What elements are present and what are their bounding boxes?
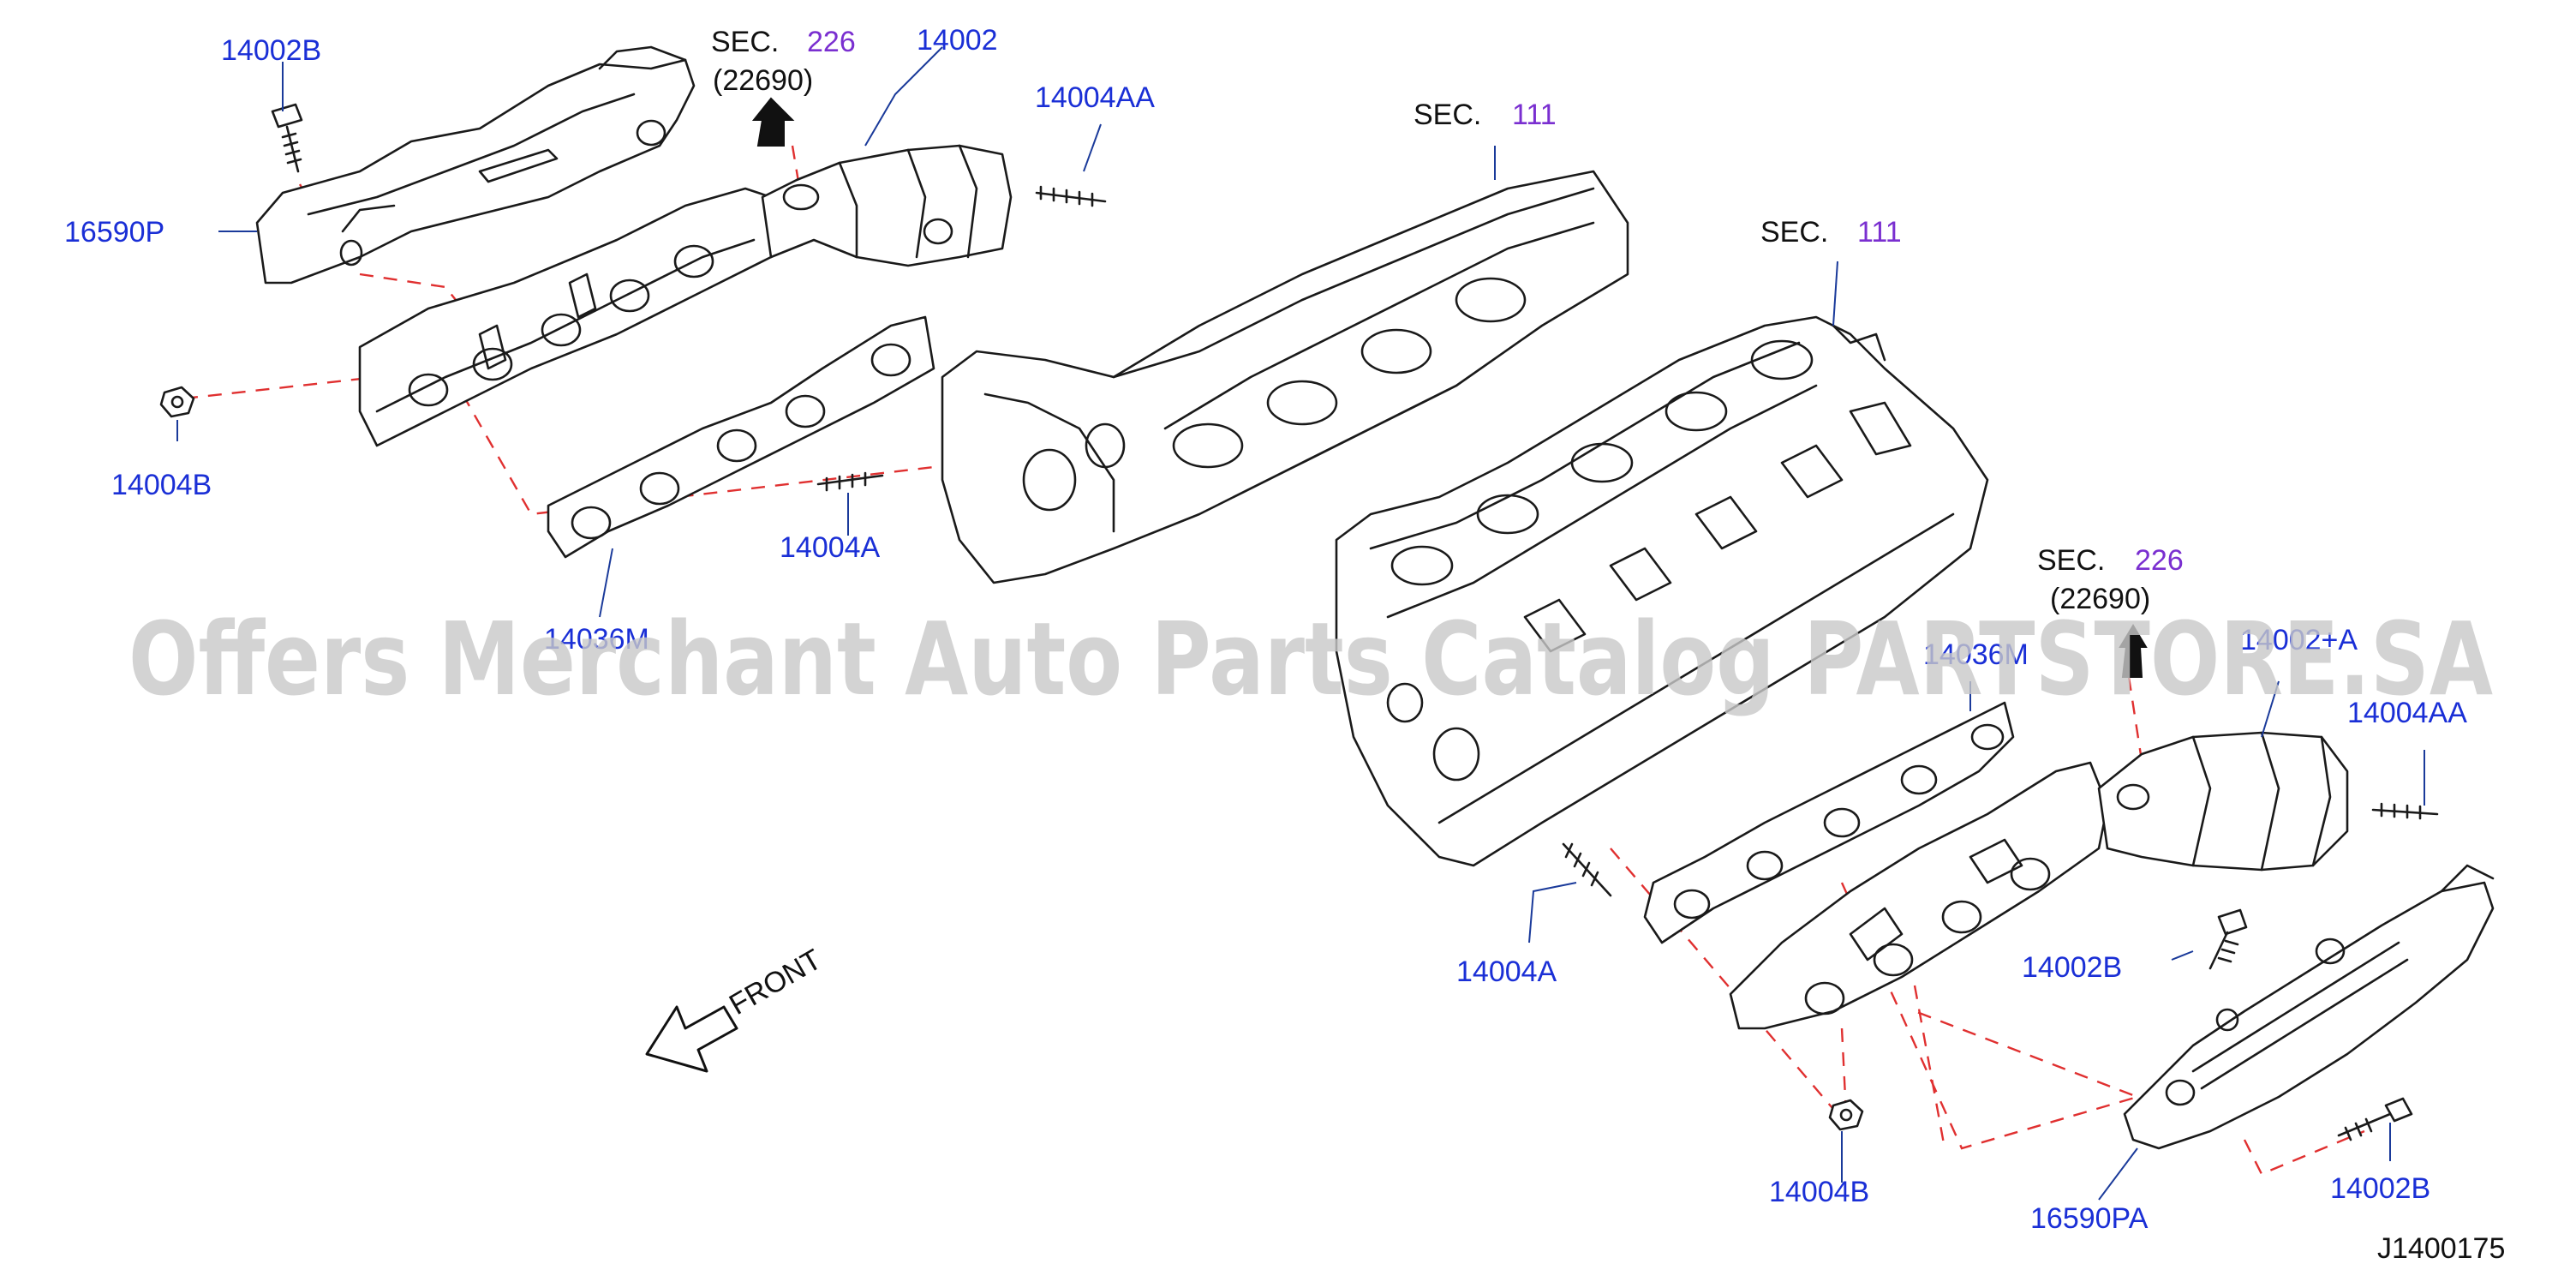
- stud-14004aa-left: [1035, 185, 1107, 207]
- stud-14004a-right: [1562, 842, 1612, 897]
- guide-right-heatshield: [1913, 985, 1946, 1149]
- dashed-guides: [183, 145, 2365, 1176]
- guide-left-sec226: [791, 145, 803, 198]
- label-16590pa: 16590PA: [2030, 1202, 2149, 1235]
- bolt-14002b-right-mid: [2208, 908, 2248, 970]
- guide-right-gasket: [1840, 882, 2141, 1150]
- cylinder-head-right: [1335, 315, 1989, 867]
- label-14002-left: 14002: [917, 24, 998, 57]
- guide-left-heatshield: [359, 273, 481, 395]
- guide-right-sec226: [2127, 676, 2148, 789]
- arrow-sec226-right: [2119, 624, 2148, 678]
- label-14036m-right: 14036M: [1923, 638, 2029, 671]
- label-14004a-left: 14004A: [780, 531, 881, 564]
- guide-right-stud: [1610, 848, 1838, 1115]
- cylinder-head-left: [941, 170, 1629, 584]
- gasket-14036m-right: [1643, 701, 2015, 944]
- guide-left-gasket: [461, 393, 935, 516]
- stud-14004aa-right: [2371, 802, 2439, 820]
- label-14002b-right-mid: 14002B: [2022, 951, 2122, 984]
- label-16590p: 16590P: [64, 216, 164, 249]
- label-14004b-right: 14004B: [1769, 1176, 1869, 1208]
- label-sec226-left-num: 226: [807, 26, 856, 58]
- label-sec226-left-sub: (22690): [713, 64, 813, 97]
- watermark: Offers Merchant Auto Parts Catalog PARTS…: [129, 600, 2493, 718]
- label-sec111-top: SEC.: [1414, 99, 1481, 131]
- label-14004aa-right: 14004AA: [2347, 697, 2467, 729]
- nut-14004b-left: [159, 386, 195, 418]
- exhaust-manifold-left: [358, 144, 1013, 447]
- front-arrow-icon: FRONT: [645, 943, 827, 1073]
- guide-right-bolt: [2243, 1129, 2365, 1176]
- label-14002b-left: 14002B: [221, 34, 321, 67]
- label-sec226-right: SEC.: [2037, 544, 2105, 577]
- heat-shield-left: [255, 45, 696, 285]
- label-14004aa-left: 14004AA: [1035, 81, 1155, 114]
- gasket-14036m-left: [547, 315, 935, 559]
- diagram-code: J1400175: [2377, 1232, 2505, 1265]
- label-14004a-right: 14004A: [1456, 956, 1557, 988]
- label-14004b-left: 14004B: [111, 469, 212, 501]
- label-sec111-mid-num: 111: [1857, 216, 1902, 249]
- front-label: FRONT: [724, 943, 827, 1021]
- bolt-14002b-right-bot: [2337, 1097, 2413, 1141]
- label-sec226-right-num: 226: [2135, 544, 2184, 577]
- nut-14004b-right: [1828, 1099, 1864, 1131]
- arrow-sec226-left: [751, 97, 795, 147]
- labels: 14002B SEC. 226 (22690) 14002 14004AA 16…: [64, 24, 2505, 1265]
- label-sec111-top-num: 111: [1512, 99, 1557, 131]
- heat-shield-right: [2123, 864, 2495, 1150]
- label-14036m-left: 14036M: [544, 623, 649, 656]
- bolt-14002b-left: [271, 103, 303, 173]
- label-sec226-left: SEC.: [711, 26, 779, 58]
- label-sec226-right-sub: (22690): [2050, 583, 2150, 615]
- stud-14004a-left: [816, 471, 884, 492]
- guide-left-nut: [183, 375, 378, 400]
- leader-lines: [176, 46, 2425, 1201]
- label-14002b-right-bot: 14002B: [2330, 1172, 2430, 1205]
- label-14002a-right: 14002+A: [2240, 624, 2358, 656]
- label-sec111-mid: SEC.: [1760, 216, 1828, 249]
- exhaust-manifold-right: [1729, 731, 2349, 1030]
